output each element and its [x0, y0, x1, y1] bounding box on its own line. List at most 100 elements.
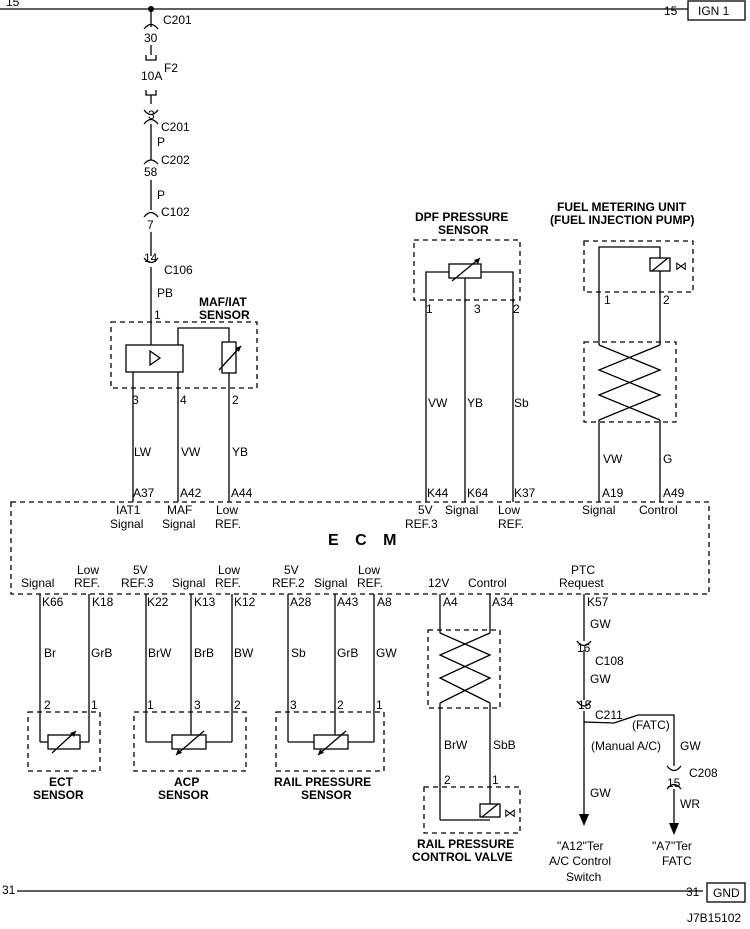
dest-a-line-2: A/C Control [549, 854, 611, 868]
dest-a-line-3: Switch [566, 870, 601, 884]
dpf-pressure-sensor: DPF PRESSURE SENSOR 1 3 2 VW YB Sb K44 K… [413, 210, 536, 502]
fmu-ecm-pin-1: A19 [602, 486, 624, 500]
dpf-ecm-pin-2: K64 [467, 486, 489, 500]
ptc-wire-1: GW [590, 617, 611, 631]
c108-pin: 16 [577, 641, 591, 655]
ect-wire-1: Br [44, 646, 56, 660]
maf-ecm-pin-1: A37 [133, 486, 155, 500]
maf-wire-1: LW [134, 445, 152, 459]
c108-connector: C108 [595, 654, 624, 668]
rail-title-2: SENSOR [301, 788, 352, 802]
ecm-lbl-maf: MAF [167, 503, 192, 517]
manual-ac-label: (Manual A/C) [591, 739, 661, 753]
ptc-wire-5: WR [680, 797, 700, 811]
dpf-pin-2: 3 [474, 302, 481, 316]
fmu-title-2: (FUEL INJECTION PUMP) [550, 213, 694, 227]
acp-ecm-pin-1: K22 [147, 595, 169, 609]
dest-a-line-1: "A12"Ter [557, 839, 604, 853]
rail-sensor-pin-3: 1 [376, 698, 383, 712]
ect-sensor-pin-2: 1 [91, 698, 98, 712]
ecm-lbl-12v: 12V [428, 576, 449, 590]
ptc-wire-4: GW [590, 786, 611, 800]
fuse-rating: 10A [141, 69, 162, 83]
c211-connector: C211 [595, 708, 623, 722]
ecm-lbl-signal-b: Signal [162, 517, 195, 531]
ect-wire-2: GrB [91, 646, 112, 660]
c201b-connector: C201 [161, 120, 190, 134]
ecm-lbl-ref3-b: REF.3 [121, 576, 154, 590]
dpf-wire-1: VW [428, 396, 448, 410]
rail-sensor-pin-2: 2 [337, 698, 344, 712]
dpf-wire-2: YB [467, 396, 483, 410]
rpcv-title-2: CONTROL VALVE [412, 850, 513, 864]
gnd-rail: 31 31 GND [2, 882, 746, 903]
fmu-pin-2: 2 [663, 293, 670, 307]
maf-wire-3: YB [232, 445, 248, 459]
ptc-wire-2: GW [590, 672, 611, 686]
c102-connector: C102 [161, 205, 190, 219]
ecm-lbl-ref-c: REF. [74, 576, 100, 590]
fmu-wire-1: VW [603, 452, 623, 466]
ecm-lbl-low-b: Low [498, 503, 520, 517]
rail-wire-1: Sb [291, 646, 306, 660]
maf-title-1: MAF/IAT [199, 295, 247, 309]
ecm-lbl-ref-d: REF. [215, 576, 241, 590]
rail-ecm-pin-2: A43 [337, 595, 359, 609]
rpcv-valve-mark: ⋈ [504, 806, 516, 820]
gnd-rail-left-label: 31 [2, 883, 16, 897]
ecm-lbl-signal-e: Signal [21, 576, 54, 590]
acp-sensor-pin-1: 1 [147, 698, 154, 712]
c208-connector: C208 [689, 766, 718, 780]
ecm-lbl-5v-c: 5V [284, 563, 299, 577]
rail-ecm-pin-3: A8 [377, 595, 392, 609]
dpf-title-1: DPF PRESSURE [415, 210, 508, 224]
ecm-lbl-low-d: Low [218, 563, 240, 577]
ecm-lbl-ref3-a: REF.3 [405, 517, 438, 531]
fmu-pin-1: 1 [604, 293, 611, 307]
rpcv-ecm-pin-2: A34 [492, 595, 514, 609]
ecm-name: E C M [328, 532, 402, 549]
rail-sensor-pin-1: 3 [290, 698, 297, 712]
rpcv-wire-2: SbB [493, 738, 516, 752]
acp-title-2: SENSOR [158, 788, 209, 802]
ecm-lbl-signal-g: Signal [314, 576, 347, 590]
fmu-valve-mark: ⋈ [675, 259, 687, 273]
maf-ecm-pin-2: A42 [180, 486, 202, 500]
acp-wire-2: BrB [194, 646, 214, 660]
fmu-ecm-pin-2: A49 [663, 486, 685, 500]
figure-id: J7B15102 [687, 911, 741, 925]
maf-pin-3: 2 [232, 393, 239, 407]
ecm-lbl-control-a: Control [639, 503, 678, 517]
acp-wire-1: BrW [148, 646, 172, 660]
ecm-lbl-signal-f: Signal [172, 576, 205, 590]
acp-sensor: K22 K13 K12 BrW BrB BW 1 3 2 ACP SENSOR [133, 594, 256, 802]
c106-connector: C106 [164, 263, 193, 277]
acp-ecm-pin-3: K12 [234, 595, 256, 609]
ecm-lbl-5v-b: 5V [133, 563, 148, 577]
maf-iat-sensor: MAF/IAT SENSOR 1 3 4 2 LW VW YB A37 A42 … [110, 295, 258, 502]
ecm-lbl-ptc: PTC [571, 563, 595, 577]
acp-sensor-pin-2: 3 [194, 698, 201, 712]
rpcv-valve-pin-2: 1 [492, 773, 499, 787]
supply-circuit: 30 C201 F2 10A 3 C201 P C202 58 P C102 7… [141, 9, 193, 345]
ect-sensor-pin-1: 2 [44, 698, 51, 712]
rpcv-title-1: RAIL PRESSURE [417, 837, 514, 851]
fmu-wire-2: G [663, 452, 672, 466]
maf-pin-top: 1 [154, 308, 161, 322]
maf-pin-1: 3 [132, 393, 139, 407]
ecm-lbl-signal-d: Signal [582, 503, 615, 517]
ign-rail: 15 15 IGN 1 [0, 0, 746, 21]
ect-sensor: K66 K18 Br GrB 2 1 ECT SENSOR [27, 594, 114, 802]
ecm-lbl-ref-e: REF. [357, 576, 383, 590]
ecm-lbl-5v-a: 5V [418, 503, 433, 517]
rail-wire-3: GW [376, 646, 397, 660]
dpf-wire-3: Sb [514, 396, 529, 410]
ecm-module: E C M IAT1 Signal MAF Signal Low REF. 5V… [10, 501, 710, 595]
ecm-lbl-iat1: IAT1 [116, 503, 141, 517]
ign-rail-left-label: 15 [6, 0, 20, 9]
ect-ecm-pin-1: K66 [42, 595, 64, 609]
ect-ecm-pin-2: K18 [92, 595, 114, 609]
fatc-label: (FATC) [632, 718, 670, 732]
dest-b-line-2: FATC [662, 854, 692, 868]
